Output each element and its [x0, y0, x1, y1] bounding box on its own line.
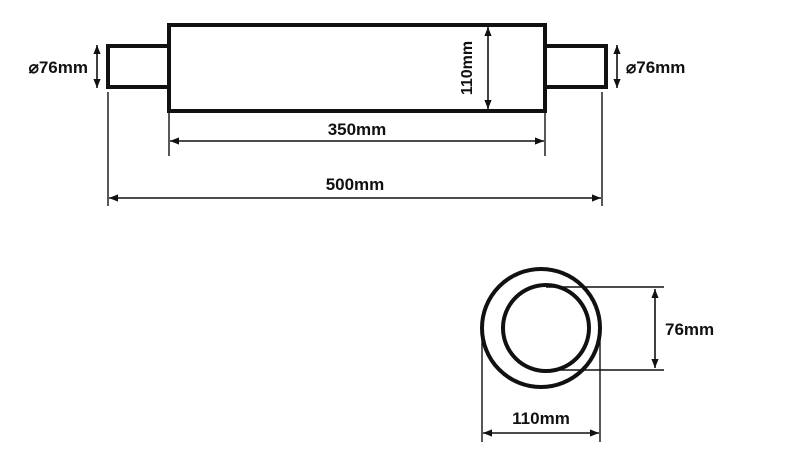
inner-pipe-circle	[501, 283, 591, 373]
body-diameter-label: 110mm	[459, 41, 476, 95]
overall-length-label: 500mm	[326, 175, 385, 194]
outlet-pipe	[543, 44, 608, 89]
outer-shell-circle	[480, 267, 602, 389]
body-length-label: 350mm	[328, 120, 387, 139]
inlet-diameter-label: ⌀76mm	[29, 58, 88, 77]
outlet-diameter-label: ⌀76mm	[626, 58, 685, 77]
inner-diameter-label: 76mm	[665, 320, 714, 339]
end-view: 76mm 110mm	[480, 267, 714, 442]
inlet-pipe	[106, 44, 171, 89]
side-view: 350mm 500mm 110mm ⌀76mm ⌀76mm	[29, 23, 685, 206]
outer-diameter-label: 110mm	[512, 409, 570, 428]
